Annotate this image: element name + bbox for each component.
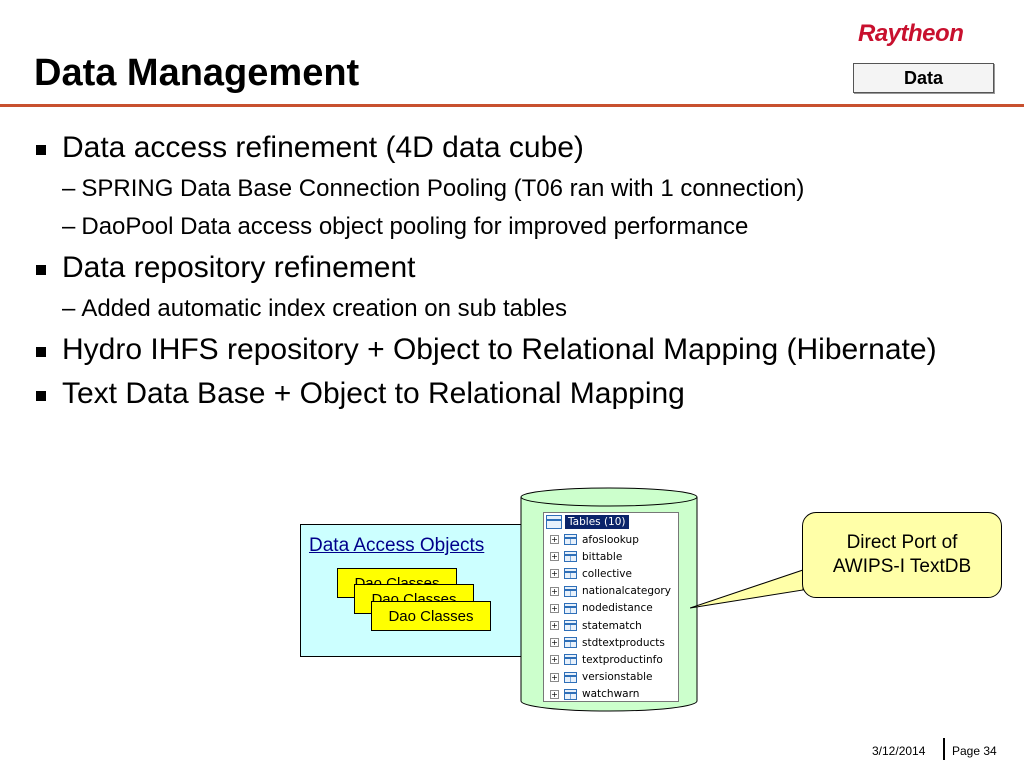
bullet-item: Data repository refinement –Added automa… <box>34 248 954 326</box>
bullet-square-icon <box>36 145 46 155</box>
tree-row[interactable]: + statematch <box>544 617 678 634</box>
title-divider <box>0 104 1024 107</box>
footer-date: 3/12/2014 <box>872 744 926 758</box>
bullet-item: Data access refinement (4D data cube) –S… <box>34 128 954 244</box>
table-icon <box>564 534 577 546</box>
table-name: watchwarn <box>582 688 640 701</box>
sub-bullet-text: Added automatic index creation on sub ta… <box>81 295 568 322</box>
bullet-square-icon <box>36 391 46 401</box>
table-icon <box>564 568 577 580</box>
tree-row[interactable]: + watchwarn <box>544 686 678 701</box>
bullet-text: Text Data Base + Object to Relational Ma… <box>62 377 685 410</box>
table-name: bittable <box>582 550 623 563</box>
expand-plus-icon[interactable]: + <box>550 569 559 579</box>
expand-plus-icon[interactable]: + <box>550 586 559 596</box>
dao-box-title: Data Access Objects <box>309 535 485 556</box>
section-tag: Data <box>853 63 994 93</box>
raytheon-logo: Raytheon <box>858 20 964 47</box>
tree-row[interactable]: + versionstable <box>544 669 678 686</box>
sub-bullet-item: –DaoPool Data access object pooling for … <box>62 213 749 240</box>
expand-plus-icon[interactable]: + <box>550 535 559 545</box>
callout-line-2: AWIPS-I TextDB <box>832 556 972 577</box>
tree-row[interactable]: + collective <box>544 565 678 582</box>
sub-bullet-text: SPRING Data Base Connection Pooling (T06… <box>81 175 805 202</box>
sub-bullet-item: –Added automatic index creation on sub t… <box>62 295 568 322</box>
footer-separator <box>943 738 945 760</box>
bullet-item: Hydro IHFS repository + Object to Relati… <box>34 330 954 370</box>
dao-diagram-box: Data Access Objects Dao Classes Dao Clas… <box>300 524 525 657</box>
sub-bullet-text: DaoPool Data access object pooling for i… <box>81 213 749 240</box>
tree-row[interactable]: + afoslookup <box>544 531 678 548</box>
tables-folder-icon <box>546 515 562 529</box>
tree-row[interactable]: + nodedistance <box>544 600 678 617</box>
table-name: nodedistance <box>582 602 653 615</box>
table-icon <box>564 620 577 632</box>
table-name: stdtextproducts <box>582 636 665 649</box>
callout-note: Direct Port of AWIPS-I TextDB <box>802 512 1002 598</box>
tree-row[interactable]: + nationalcategory <box>544 583 678 600</box>
expand-plus-icon[interactable]: + <box>550 672 559 682</box>
table-name: collective <box>582 567 632 580</box>
tree-root-label: Tables (10) <box>565 515 629 529</box>
dao-class-card: Dao Classes <box>371 601 491 631</box>
table-icon <box>564 688 577 700</box>
table-icon <box>564 654 577 666</box>
table-icon <box>564 585 577 597</box>
callout-line-1: Direct Port of <box>846 532 958 553</box>
table-icon <box>564 671 577 683</box>
table-icon <box>564 602 577 614</box>
bullet-item: Text Data Base + Object to Relational Ma… <box>34 374 954 414</box>
expand-plus-icon[interactable]: + <box>550 689 559 699</box>
callout-pointer <box>690 569 804 609</box>
table-name: textproductinfo <box>582 653 663 666</box>
sub-bullet-list: –Added automatic index creation on sub t… <box>62 292 954 326</box>
sub-bullet-list: –SPRING Data Base Connection Pooling (T0… <box>62 172 954 244</box>
table-name: versionstable <box>582 671 653 684</box>
expand-plus-icon[interactable]: + <box>550 638 559 648</box>
bullet-text: Hydro IHFS repository + Object to Relati… <box>62 333 937 366</box>
table-name: nationalcategory <box>582 585 671 598</box>
tree-row[interactable]: + textproductinfo <box>544 651 678 668</box>
bullet-square-icon <box>36 265 46 275</box>
page-title: Data Management <box>34 52 360 94</box>
sub-bullet-item: –SPRING Data Base Connection Pooling (T0… <box>62 175 805 202</box>
expand-plus-icon[interactable]: + <box>550 552 559 562</box>
bullet-list: Data access refinement (4D data cube) –S… <box>34 124 954 414</box>
db-table-tree: Tables (10) + afoslookup + bittable + colle… <box>543 512 679 702</box>
table-icon <box>564 637 577 649</box>
footer-page-number: Page 34 <box>952 744 997 758</box>
table-name: statematch <box>582 619 642 632</box>
table-icon <box>564 551 577 563</box>
expand-plus-icon[interactable]: + <box>550 603 559 613</box>
table-name: afoslookup <box>582 533 639 546</box>
bullet-text: Data access refinement (4D data cube) <box>62 131 584 164</box>
expand-plus-icon[interactable]: + <box>550 655 559 665</box>
bullet-square-icon <box>36 347 46 357</box>
tree-row[interactable]: + stdtextproducts <box>544 634 678 651</box>
bullet-text: Data repository refinement <box>62 251 416 284</box>
expand-plus-icon[interactable]: + <box>550 621 559 631</box>
tree-row[interactable]: + bittable <box>544 548 678 565</box>
tree-root[interactable]: Tables (10) <box>544 513 678 531</box>
